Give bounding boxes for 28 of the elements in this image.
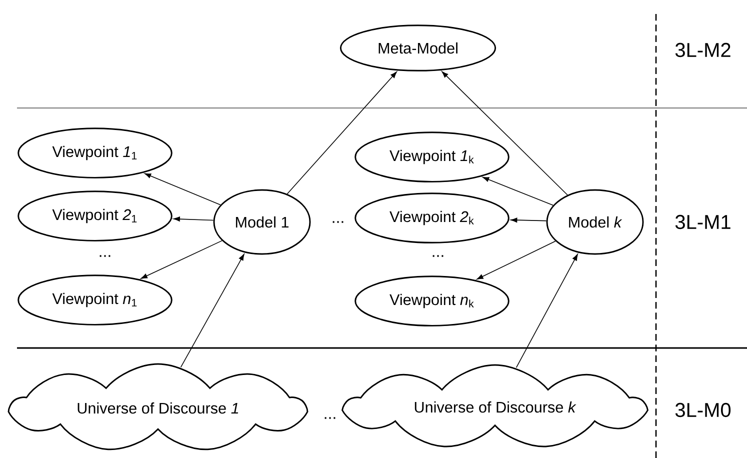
ellipsis: ... [332, 221, 344, 223]
arrow [173, 216, 214, 222]
ellipse-node: Meta-Model [340, 24, 496, 72]
ellipse-node: Viewpoint 1$_{k}$ [354, 132, 510, 182]
ellipse-node: Model 1 [213, 189, 311, 255]
arrow [516, 254, 578, 368]
ellipse-node: Viewpoint 2$_{1}$ [18, 190, 172, 242]
arrow [144, 173, 221, 206]
arrow [442, 71, 568, 196]
arrow [476, 240, 556, 280]
ellipsis: ... [324, 417, 336, 419]
layer-label: 3L-M1 [675, 214, 730, 230]
ellipsis: ... [432, 255, 444, 257]
ellipse-node: Viewpoint n$_{1}$ [18, 274, 172, 326]
ellipsis: ... [100, 255, 110, 257]
layer-label: 3L-M2 [675, 42, 730, 58]
cloud-node: Universe of Discourse 1 [8, 363, 308, 450]
ellipse-node: Viewpoint 1$_{1}$ [18, 128, 172, 178]
layer-label: 3L-M0 [675, 402, 731, 418]
arrow [180, 254, 244, 368]
ellipse-node: Viewpoint n$_{k}$ [354, 276, 510, 326]
arrow [140, 240, 222, 279]
ellipse-node: Model k [546, 189, 644, 255]
arrow [286, 72, 397, 194]
arrow [510, 218, 547, 222]
ellipse-node: Viewpoint 2$_{k}$ [354, 192, 510, 244]
cloud-node: Universe of Discourse k [342, 364, 648, 448]
arrow [482, 176, 554, 206]
